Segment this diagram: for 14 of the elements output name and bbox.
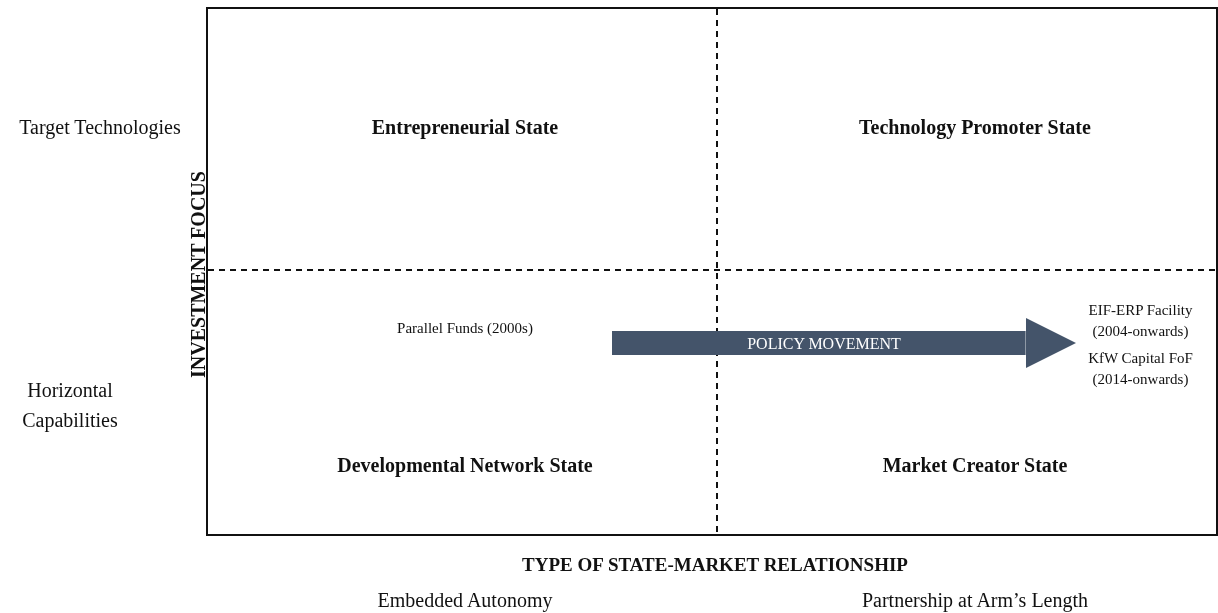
axis-label: Partnership at Arm’s Length bbox=[860, 588, 1090, 613]
quadrant-title: Entrepreneurial State bbox=[370, 115, 560, 141]
axis-title: INVESTMENT FOCUS bbox=[186, 170, 210, 381]
note-text: KfW Capital FoF (2014-onwards) bbox=[1087, 349, 1194, 389]
axis-label: Embedded Autonomy bbox=[376, 588, 554, 613]
axis-title: TYPE OF STATE-MARKET RELATIONSHIP bbox=[521, 553, 909, 577]
quadrant-title: Developmental Network State bbox=[336, 453, 594, 479]
note-text: EIF-ERP Facility (2004-onwards) bbox=[1087, 301, 1194, 341]
axis-label: Target Technologies bbox=[18, 115, 182, 141]
edge-label: POLICY MOVEMENT bbox=[747, 335, 901, 352]
quadrant-title: Technology Promoter State bbox=[858, 115, 1092, 141]
note-text: Parallel Funds (2000s) bbox=[396, 319, 534, 338]
axis-label: Horizontal Capabilities bbox=[21, 378, 119, 434]
quadrant-title: Market Creator State bbox=[881, 453, 1069, 478]
